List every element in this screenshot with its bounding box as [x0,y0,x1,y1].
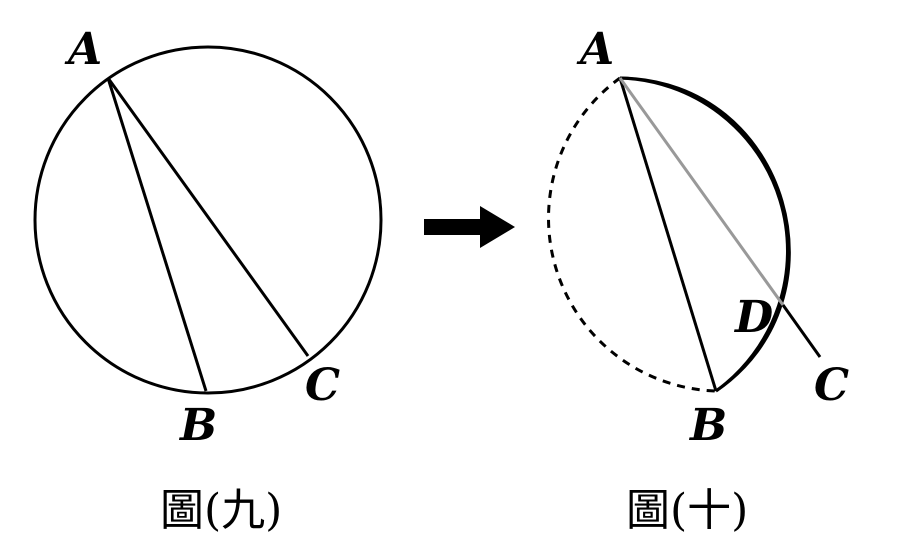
fig10-chord-ad-gray [618,77,785,306]
fig9-label-b: B [178,400,217,451]
figure-10: A B C D [547,24,849,451]
figure-9: A B C [33,24,383,451]
fig10-chord-dc [781,304,822,358]
fig10-label-b: B [688,400,727,451]
caption-figure-9: 圖(九) [160,485,282,536]
fig9-chord-ac [106,77,310,357]
fig10-label-c: C [814,360,849,411]
fig9-label-a: A [64,24,102,75]
fig10-dashed-arc [547,76,717,393]
fig9-chord-ab [106,77,208,392]
fig9-label-c: C [305,360,340,411]
fig10-label-d: D [733,292,773,343]
fig10-solid-arc [619,76,789,393]
fig10-reflected-arc [619,76,791,393]
fig10-chord-ab [618,77,718,392]
right-arrow-icon [424,206,515,248]
caption-figure-10: 圖(十) [626,485,748,536]
fig9-circle [33,45,383,395]
fig10-label-a: A [576,24,614,75]
